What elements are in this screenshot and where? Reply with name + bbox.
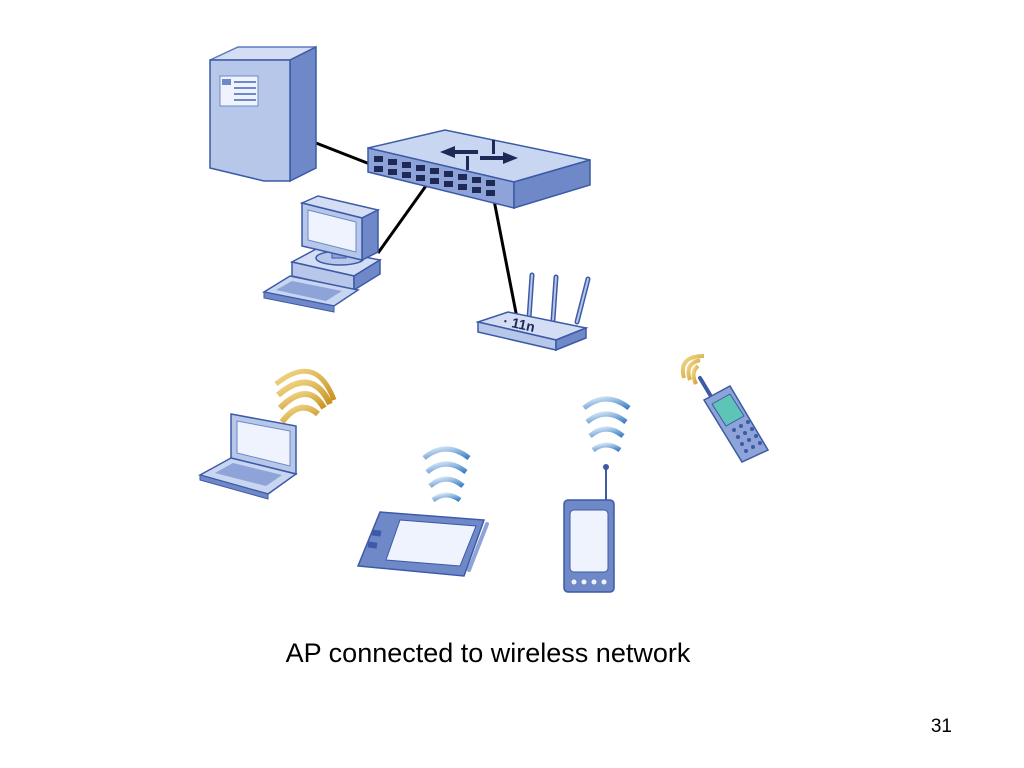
tablet-icon [356,446,489,577]
server-icon [209,45,317,183]
wifi-signal-icon [274,368,337,424]
network-switch-icon [367,129,591,210]
page-number: 31 [930,716,952,737]
access-point-label: · 11n [502,313,537,335]
wifi-signal-icon [422,446,471,503]
pda-icon [563,396,631,593]
wireless-access-point-icon: · 11n [475,272,591,352]
cable-access-point-switch [491,194,519,319]
laptop-icon [198,368,337,500]
slide-caption: AP connected to wireless network [285,638,691,668]
wifi-signal-icon [681,354,705,385]
desktop-computer-icon [261,195,383,313]
mobile-phone-icon [681,354,770,463]
cable-desktop-switch [376,182,430,254]
wifi-signal-icon [582,396,631,453]
